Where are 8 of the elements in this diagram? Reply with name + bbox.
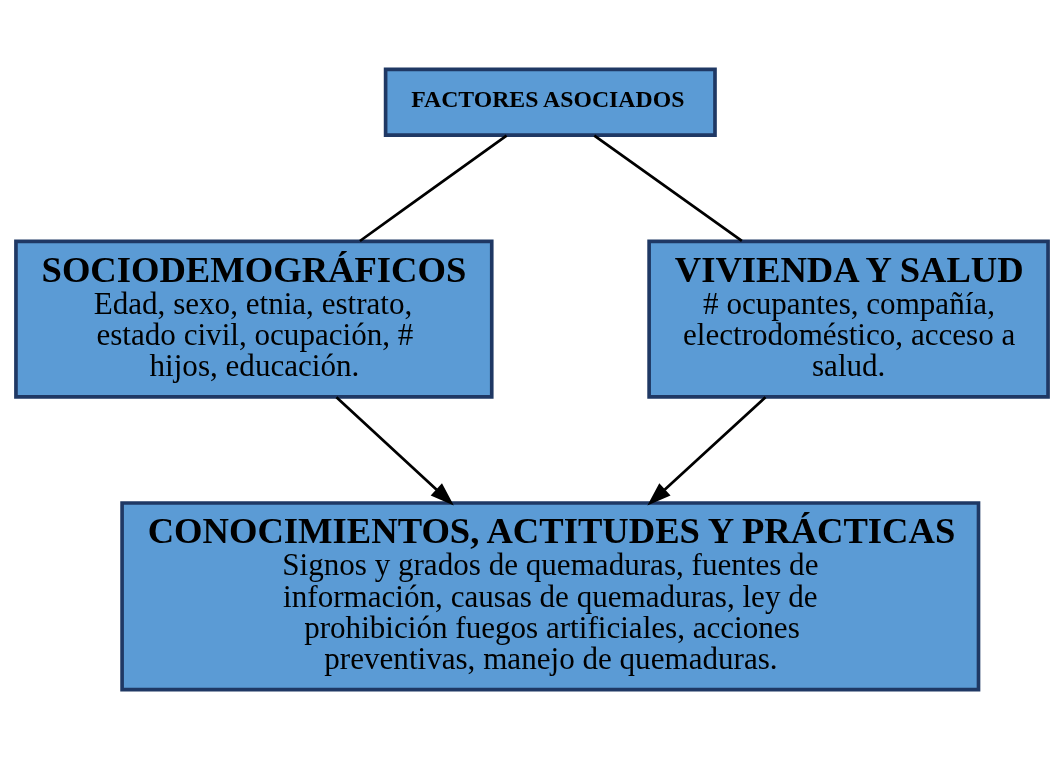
arrow [647, 396, 767, 506]
arrow [335, 396, 454, 506]
connector [359, 134, 508, 243]
node-box: SOCIODEMOGRÁFICOS Edad, sexo, etnia, estrato, estado civil, ocupación, # hijos, educación. [14, 239, 494, 399]
node-box: VIVIENDA Y SALUD # ocupantes, compañía, electrodoméstico, acceso a salud. [647, 239, 1050, 399]
node-box: CONOCIMIENTOS, ACTITUDES Y PRÁCTICAS Signos y grados de quemaduras, fuentes de información, causas de quemaduras, ley de prohibición fuegos artificiales, acciones preventivas, manejo de quemaduras. [120, 501, 981, 692]
node-box: FACTORES ASOCIADOS [383, 67, 717, 138]
connector [593, 134, 743, 243]
